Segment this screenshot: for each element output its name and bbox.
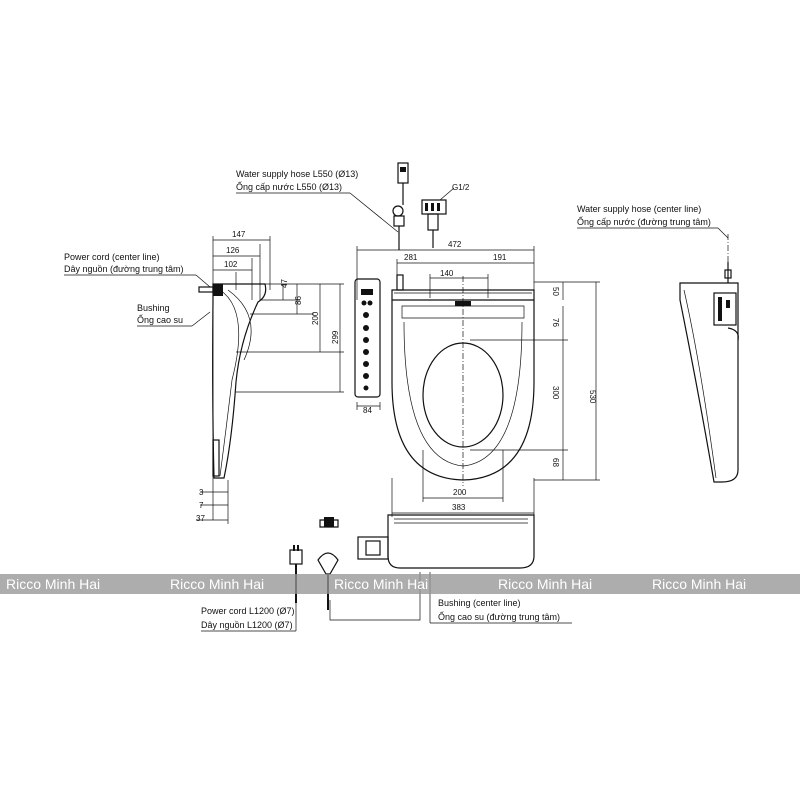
water-center-en: Water supply hose (center line) xyxy=(577,204,701,214)
label-power-center: Power cord (center line) Dây nguồn (đườn… xyxy=(64,252,211,288)
watermark-band xyxy=(0,574,800,594)
dim-200-side: 200 xyxy=(311,311,320,325)
dim-200-bottom: 200 xyxy=(453,488,467,497)
label-g12: G1/2 xyxy=(452,183,470,192)
power-l1200-vi: Dây nguồn L1200 (Ø7) xyxy=(201,620,293,630)
watermark-text: Ricco Minh Hai xyxy=(652,576,747,592)
right-dimensions: 530 50 76 300 68 xyxy=(470,281,600,481)
dim-102: 102 xyxy=(224,260,238,269)
dim-191: 191 xyxy=(493,253,507,262)
dim-147: 147 xyxy=(232,230,246,239)
left-dimensions: 147 126 102 47 86 200 299 3 7 37 xyxy=(196,230,344,524)
dim-299: 299 xyxy=(331,330,340,344)
bottom-dimensions: 200 383 xyxy=(391,450,535,517)
label-power-l1200: Power cord L1200 (Ø7) Dây nguồn L1200 (Ø… xyxy=(201,603,297,632)
front-view xyxy=(319,514,535,569)
bushing-center-vi: Ống cao su (đường trung tâm) xyxy=(438,611,560,622)
dim-7: 7 xyxy=(199,501,204,510)
dim-140: 140 xyxy=(440,269,454,278)
dim-84: 84 xyxy=(363,406,372,415)
dim-47: 47 xyxy=(280,279,289,288)
watermark-text: Ricco Minh Hai xyxy=(6,576,101,592)
dim-76: 76 xyxy=(551,318,560,327)
water-hose-vi: Ống cấp nước L550 (Ø13) xyxy=(236,181,342,192)
label-water-hose: Water supply hose L550 (Ø13) Ống cấp nướ… xyxy=(236,169,470,233)
power-center-vi: Dây nguồn (đường trung tâm) xyxy=(64,264,184,274)
dim-86: 86 xyxy=(294,296,303,305)
watermark-text: Ricco Minh Hai xyxy=(170,576,265,592)
water-hose-en: Water supply hose L550 (Ø13) xyxy=(236,169,358,179)
power-l1200-en: Power cord L1200 (Ø7) xyxy=(201,606,295,616)
label-water-center: Water supply hose (center line) Ống cấp … xyxy=(577,204,729,239)
water-center-vi: Ống cấp nước (đường trung tâm) xyxy=(577,216,711,227)
dim-126: 126 xyxy=(226,246,240,255)
dim-3: 3 xyxy=(199,488,204,497)
dim-300: 300 xyxy=(551,386,560,400)
dim-37: 37 xyxy=(196,514,205,523)
bushing-center-en: Bushing (center line) xyxy=(438,598,521,608)
dim-530: 530 xyxy=(588,390,597,404)
left-side-view xyxy=(198,236,271,520)
watermark-text: Ricco Minh Hai xyxy=(334,576,429,592)
bushing-vi: Ống cao su xyxy=(137,314,183,325)
power-center-en: Power cord (center line) xyxy=(64,252,160,262)
watermark-text: Ricco Minh Hai xyxy=(498,576,593,592)
dim-472: 472 xyxy=(448,240,462,249)
dim-68: 68 xyxy=(551,458,560,467)
dim-281: 281 xyxy=(404,253,418,262)
top-dimensions: 472 281 191 140 xyxy=(356,240,535,300)
dim-383: 383 xyxy=(452,503,466,512)
right-side-view xyxy=(679,234,739,483)
bottom-leader-lines xyxy=(329,572,421,621)
remote-panel: 84 xyxy=(354,278,381,415)
bushing-en: Bushing xyxy=(137,303,170,313)
water-valve xyxy=(392,162,455,250)
label-bushing: Bushing Ống cao su xyxy=(137,303,211,327)
dim-50: 50 xyxy=(551,287,560,296)
